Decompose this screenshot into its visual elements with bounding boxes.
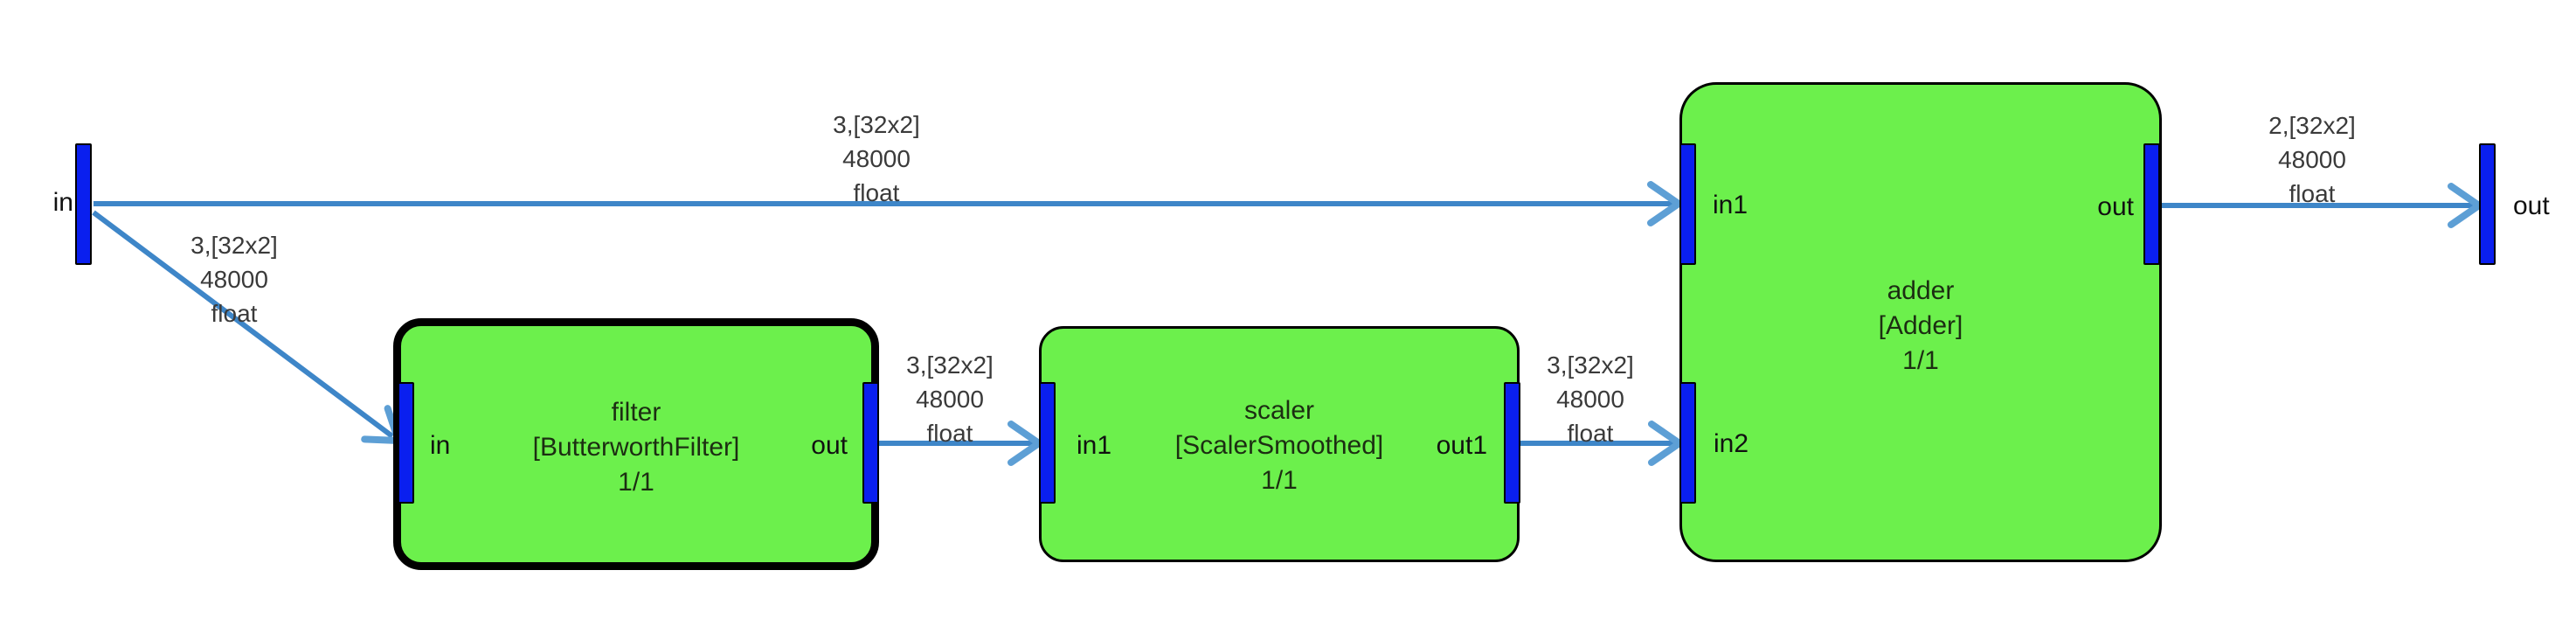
edge-label-in-to-filter-in: 3,[32x2] 48000 float (190, 232, 278, 327)
arrowhead-icon (1647, 181, 1682, 226)
edge-in-to-filter-in[interactable] (92, 210, 394, 439)
external-input-label: in (52, 188, 73, 217)
node-filter-type: [ButterworthFilter] (532, 433, 740, 462)
external-output-label: out (2513, 191, 2550, 220)
port-adder-in2[interactable] (1679, 382, 1696, 504)
node-adder-type: [Adder] (1878, 311, 1963, 340)
node-adder[interactable] (1679, 82, 2162, 562)
port-adder-out-label: out (2097, 192, 2134, 221)
node-scaler-instances: 1/1 (1261, 466, 1298, 495)
port-scaler-in1-label: in1 (1077, 431, 1112, 460)
port-filter-in[interactable] (398, 382, 414, 504)
port-scaler-in1[interactable] (1039, 382, 1056, 504)
node-scaler-name: scaler (1243, 396, 1315, 425)
external-input-port[interactable] (75, 143, 92, 265)
node-scaler-type: [ScalerSmoothed] (1174, 431, 1384, 460)
node-filter-text: filter [ButterworthFilter] 1/1 (393, 395, 879, 500)
port-filter-out[interactable] (862, 382, 879, 504)
port-adder-in2-label: in2 (1714, 429, 1749, 458)
port-adder-out[interactable] (2143, 143, 2160, 265)
external-output-port[interactable] (2479, 143, 2496, 265)
port-scaler-out1[interactable] (1504, 382, 1520, 504)
edge-label-scaler-out1-to-adder-in2: 3,[32x2] 48000 float (1547, 351, 1634, 447)
port-filter-in-label: in (430, 431, 451, 460)
port-adder-in1-label: in1 (1713, 191, 1748, 219)
edge-label-adder-out-to-out: 2,[32x2] 48000 float (2268, 112, 2356, 207)
edge-label-in-to-adder-in1: 3,[32x2] 48000 float (833, 111, 920, 206)
port-adder-in1[interactable] (1679, 143, 1696, 265)
port-filter-out-label: out (811, 431, 848, 460)
node-adder-instances: 1/1 (1902, 346, 1939, 375)
port-scaler-out1-label: out1 (1436, 431, 1487, 460)
node-filter-instances: 1/1 (618, 468, 654, 497)
node-adder-text: adder [Adder] 1/1 (1679, 274, 2162, 379)
node-scaler-text: scaler [ScalerSmoothed] 1/1 (1039, 393, 1520, 498)
node-filter[interactable] (393, 318, 879, 570)
edge-label-filter-out-to-scaler-in1: 3,[32x2] 48000 float (906, 351, 994, 447)
node-adder-name: adder (1887, 276, 1955, 305)
node-filter-name: filter (611, 398, 661, 427)
